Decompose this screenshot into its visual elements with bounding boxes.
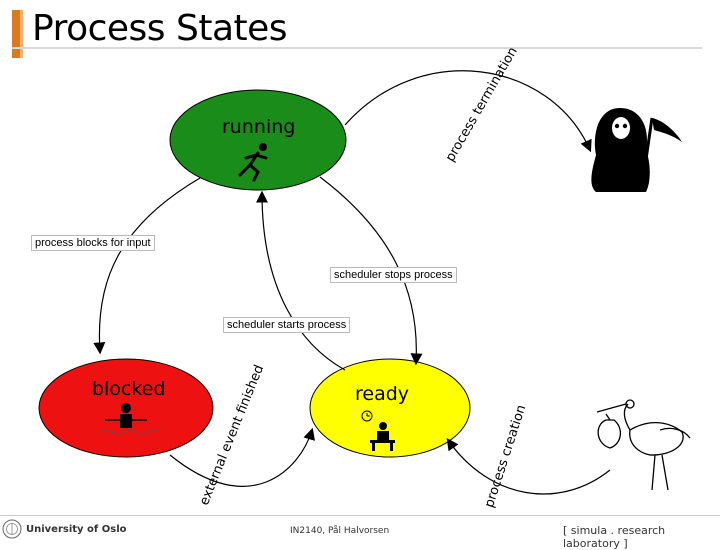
slide-title: Process States — [32, 8, 288, 49]
arrow-blocked-to-ready — [169, 427, 315, 487]
ready-state — [309, 358, 471, 458]
title-underline — [12, 47, 702, 49]
arrow-running-to-blocked — [93, 177, 201, 355]
blocked-label: blocked — [92, 378, 166, 400]
footer-lab: [ simula . research laboratory ] — [563, 524, 666, 550]
arrow-running-to-ready — [319, 176, 423, 366]
transition-stops-label: scheduler stops process — [330, 267, 457, 283]
running-state — [169, 89, 347, 191]
footer-course: IN2140, Pål Halvorsen — [290, 526, 390, 536]
runner-icon — [238, 143, 268, 182]
ready-label: ready — [355, 383, 410, 405]
transition-starts-label: scheduler starts process — [223, 317, 351, 333]
seated-person-icon — [370, 422, 395, 451]
transition-blocks-label: process blocks for input — [31, 235, 155, 251]
arrow-ready-to-running — [256, 190, 346, 371]
title-accent-bar — [12, 10, 20, 58]
footer-university: University of Oslo — [26, 524, 127, 535]
university-seal-icon — [2, 519, 22, 539]
arrow-running-to-termination — [344, 70, 592, 153]
arrow-creation-to-ready — [446, 438, 611, 495]
title-accent-bar-light — [20, 10, 23, 58]
footer-divider — [0, 515, 720, 516]
chained-prisoner-icon — [99, 403, 161, 435]
grim-reaper-icon — [591, 108, 682, 192]
stork-icon — [596, 399, 691, 491]
running-label: running — [222, 116, 296, 138]
clock-icon — [361, 410, 373, 422]
